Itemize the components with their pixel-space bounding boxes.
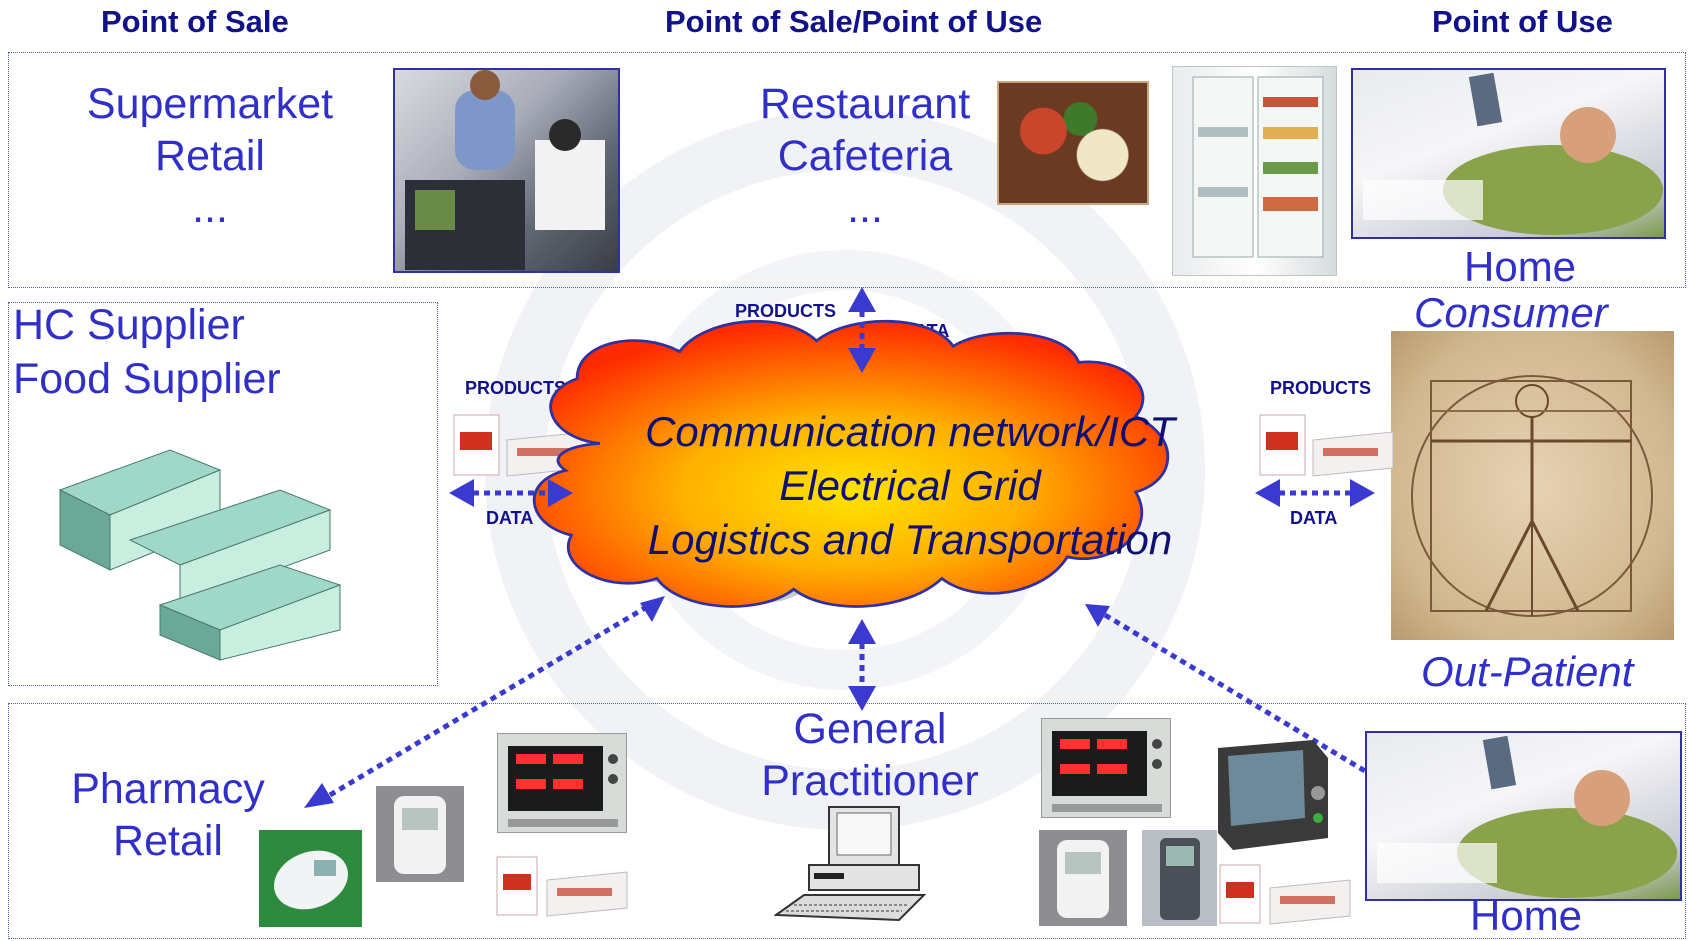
vitruvian-sketch — [1411, 375, 1653, 617]
retail-text: Retail — [155, 132, 265, 180]
products-label-right: PRODUCTS — [1270, 378, 1372, 398]
fridge-illustration — [1192, 76, 1324, 258]
header-point-of-sale: Point of Sale — [101, 4, 289, 39]
television-icon — [1218, 740, 1328, 850]
cafeteria-text: Cafeteria — [777, 132, 953, 180]
home-photo-top — [1351, 68, 1666, 239]
general-text: General — [793, 705, 947, 753]
consumer-label: Consumer — [1414, 289, 1608, 336]
mobile-device-photo — [1142, 830, 1217, 926]
vitals-monitor-illustration-2 — [1052, 731, 1162, 812]
cloud-line-grid: Electrical Grid — [779, 462, 1041, 509]
header-point-of-sale-use: Point of Sale/Point of Use — [665, 4, 1043, 39]
out-patient-label: Out-Patient — [1421, 648, 1634, 695]
mobile-illustration — [1160, 838, 1200, 920]
handheld-illustration-2 — [1057, 840, 1109, 918]
data-label-left: DATA — [486, 508, 534, 528]
cloud-line-logistics: Logistics and Transportation — [647, 516, 1173, 563]
products-label-top: PRODUCTS — [735, 301, 837, 321]
supermarket-retail-label: Supermarket Retail ... — [60, 78, 360, 234]
cloud-line-ict: Communication network/ICT — [645, 408, 1175, 455]
restaurant-cafeteria-label: Restaurant Cafeteria ... — [730, 78, 1000, 234]
bottom-section-box — [8, 703, 1686, 939]
ellipsis-text: ... — [192, 184, 228, 232]
arrow-pharmacy — [328, 602, 652, 798]
food-photo — [997, 81, 1149, 205]
header-point-of-use: Point of Use — [1432, 4, 1613, 39]
supplier-section-box — [8, 302, 438, 686]
vitals-monitor-illustration — [508, 746, 618, 827]
practitioner-text: Practitioner — [761, 757, 979, 805]
products-icon-left — [453, 414, 588, 477]
meter-illustration — [274, 850, 348, 910]
arrow-home-bottom — [1103, 612, 1432, 813]
home-photo-bottom — [1365, 731, 1682, 901]
home-label-bottom: Home — [1470, 892, 1583, 939]
retail-text-2: Retail — [113, 817, 223, 865]
monitor-device-photo-2 — [1041, 718, 1171, 818]
home-label-top: Home — [1464, 243, 1577, 290]
food-supplier-text: Food Supplier — [13, 355, 281, 403]
pharmacy-retail-label: Pharmacy Retail — [48, 763, 288, 867]
man-reading-illustration — [1363, 72, 1663, 235]
supplier-label: HC Supplier Food Supplier — [13, 298, 281, 406]
checkout-photo — [393, 68, 620, 273]
products-icon-bottom-left — [496, 856, 628, 917]
checkout-illustration — [405, 70, 605, 270]
handheld-device-photo — [376, 786, 464, 882]
man-reading-illustration-2 — [1377, 735, 1677, 898]
pharmacy-text: Pharmacy — [71, 765, 265, 813]
handheld-device-photo-2 — [1039, 830, 1127, 926]
glucose-meter-photo — [259, 830, 362, 927]
top-section-box — [8, 52, 1686, 288]
cloud-label: Communication network/ICT Electrical Gri… — [600, 405, 1220, 567]
monitor-device-photo — [497, 733, 627, 833]
data-label-right: DATA — [1290, 508, 1338, 528]
products-icon-bottom-right — [1219, 864, 1351, 925]
cloud-shape — [532, 319, 1170, 608]
warehouse-buildings-icon — [58, 449, 342, 661]
products-icon-right — [1259, 414, 1394, 477]
refrigerator-photo — [1172, 66, 1337, 276]
vitruvian-man-image — [1391, 331, 1674, 640]
products-label-left: PRODUCTS — [465, 378, 567, 398]
ellipsis-text-2: ... — [847, 184, 883, 232]
computer-icon — [774, 806, 927, 922]
handheld-illustration — [394, 796, 446, 874]
restaurant-text: Restaurant — [759, 80, 971, 128]
supermarket-text: Supermarket — [86, 80, 334, 128]
general-practitioner-label: General Practitioner — [740, 703, 1000, 807]
hc-supplier-text: HC Supplier — [13, 301, 245, 349]
